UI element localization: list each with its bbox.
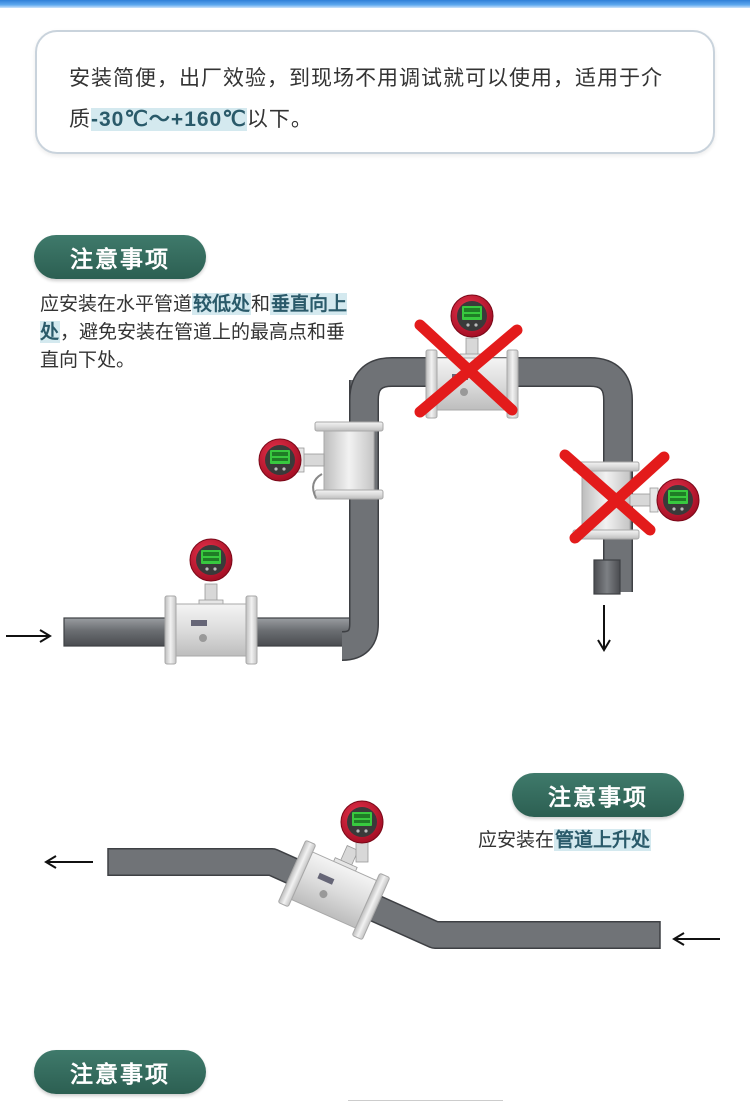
notice-desc-1: 应安装在水平管道较低处和垂直向上处，避免安装在管道上的最高点和垂直向下处。	[40, 290, 360, 374]
flow-arrow-out-2	[44, 855, 93, 869]
intro-text: 安装简便，出厂效验，到现场不用调试就可以使用，适用于介质-30℃～+160℃以下…	[69, 58, 685, 140]
intro-text-after: 以下。	[246, 107, 313, 131]
notice-pill-1: 注意事项	[34, 235, 206, 279]
flow-arrow-in-1	[6, 629, 52, 643]
flow-arrow-in-2	[672, 932, 720, 946]
desc1-part2: 和	[251, 293, 271, 315]
desc2-part1: 应安装在	[478, 829, 555, 851]
meter-vertical-up	[258, 421, 384, 500]
notice-pill-2: 注意事项	[512, 773, 684, 817]
intro-box: 安装简便，出厂效验，到现场不用调试就可以使用，适用于介质-30℃～+160℃以下…	[35, 30, 715, 154]
cross-mark-down	[559, 449, 670, 544]
flow-arrow-out-1	[597, 605, 611, 652]
desc2-highlight-rising: 管道上升处	[554, 829, 652, 851]
bottom-fragment-line	[348, 1100, 503, 1105]
meter-horizontal-low	[164, 538, 258, 665]
pipe-route-2	[107, 848, 661, 949]
desc1-part1: 应安装在水平管道	[40, 293, 193, 315]
cross-mark-top	[414, 319, 523, 418]
desc1-highlight-low: 较低处	[192, 293, 252, 315]
top-gradient-bar	[0, 0, 750, 8]
desc1-part3: ，避免安装在管道上的最高点和垂直向下处。	[40, 321, 346, 371]
pipe-route-1	[63, 357, 633, 661]
meter-rising-head	[340, 800, 384, 863]
notice-desc-2: 应安装在管道上升处	[478, 826, 698, 854]
notice-pill-3: 注意事项	[34, 1050, 206, 1094]
temp-range-highlight: -30℃～+160℃	[91, 108, 247, 131]
intro-text-before: 安装简便，出厂效验，到现场不用调试就可以使用，适用于介质	[69, 66, 663, 131]
